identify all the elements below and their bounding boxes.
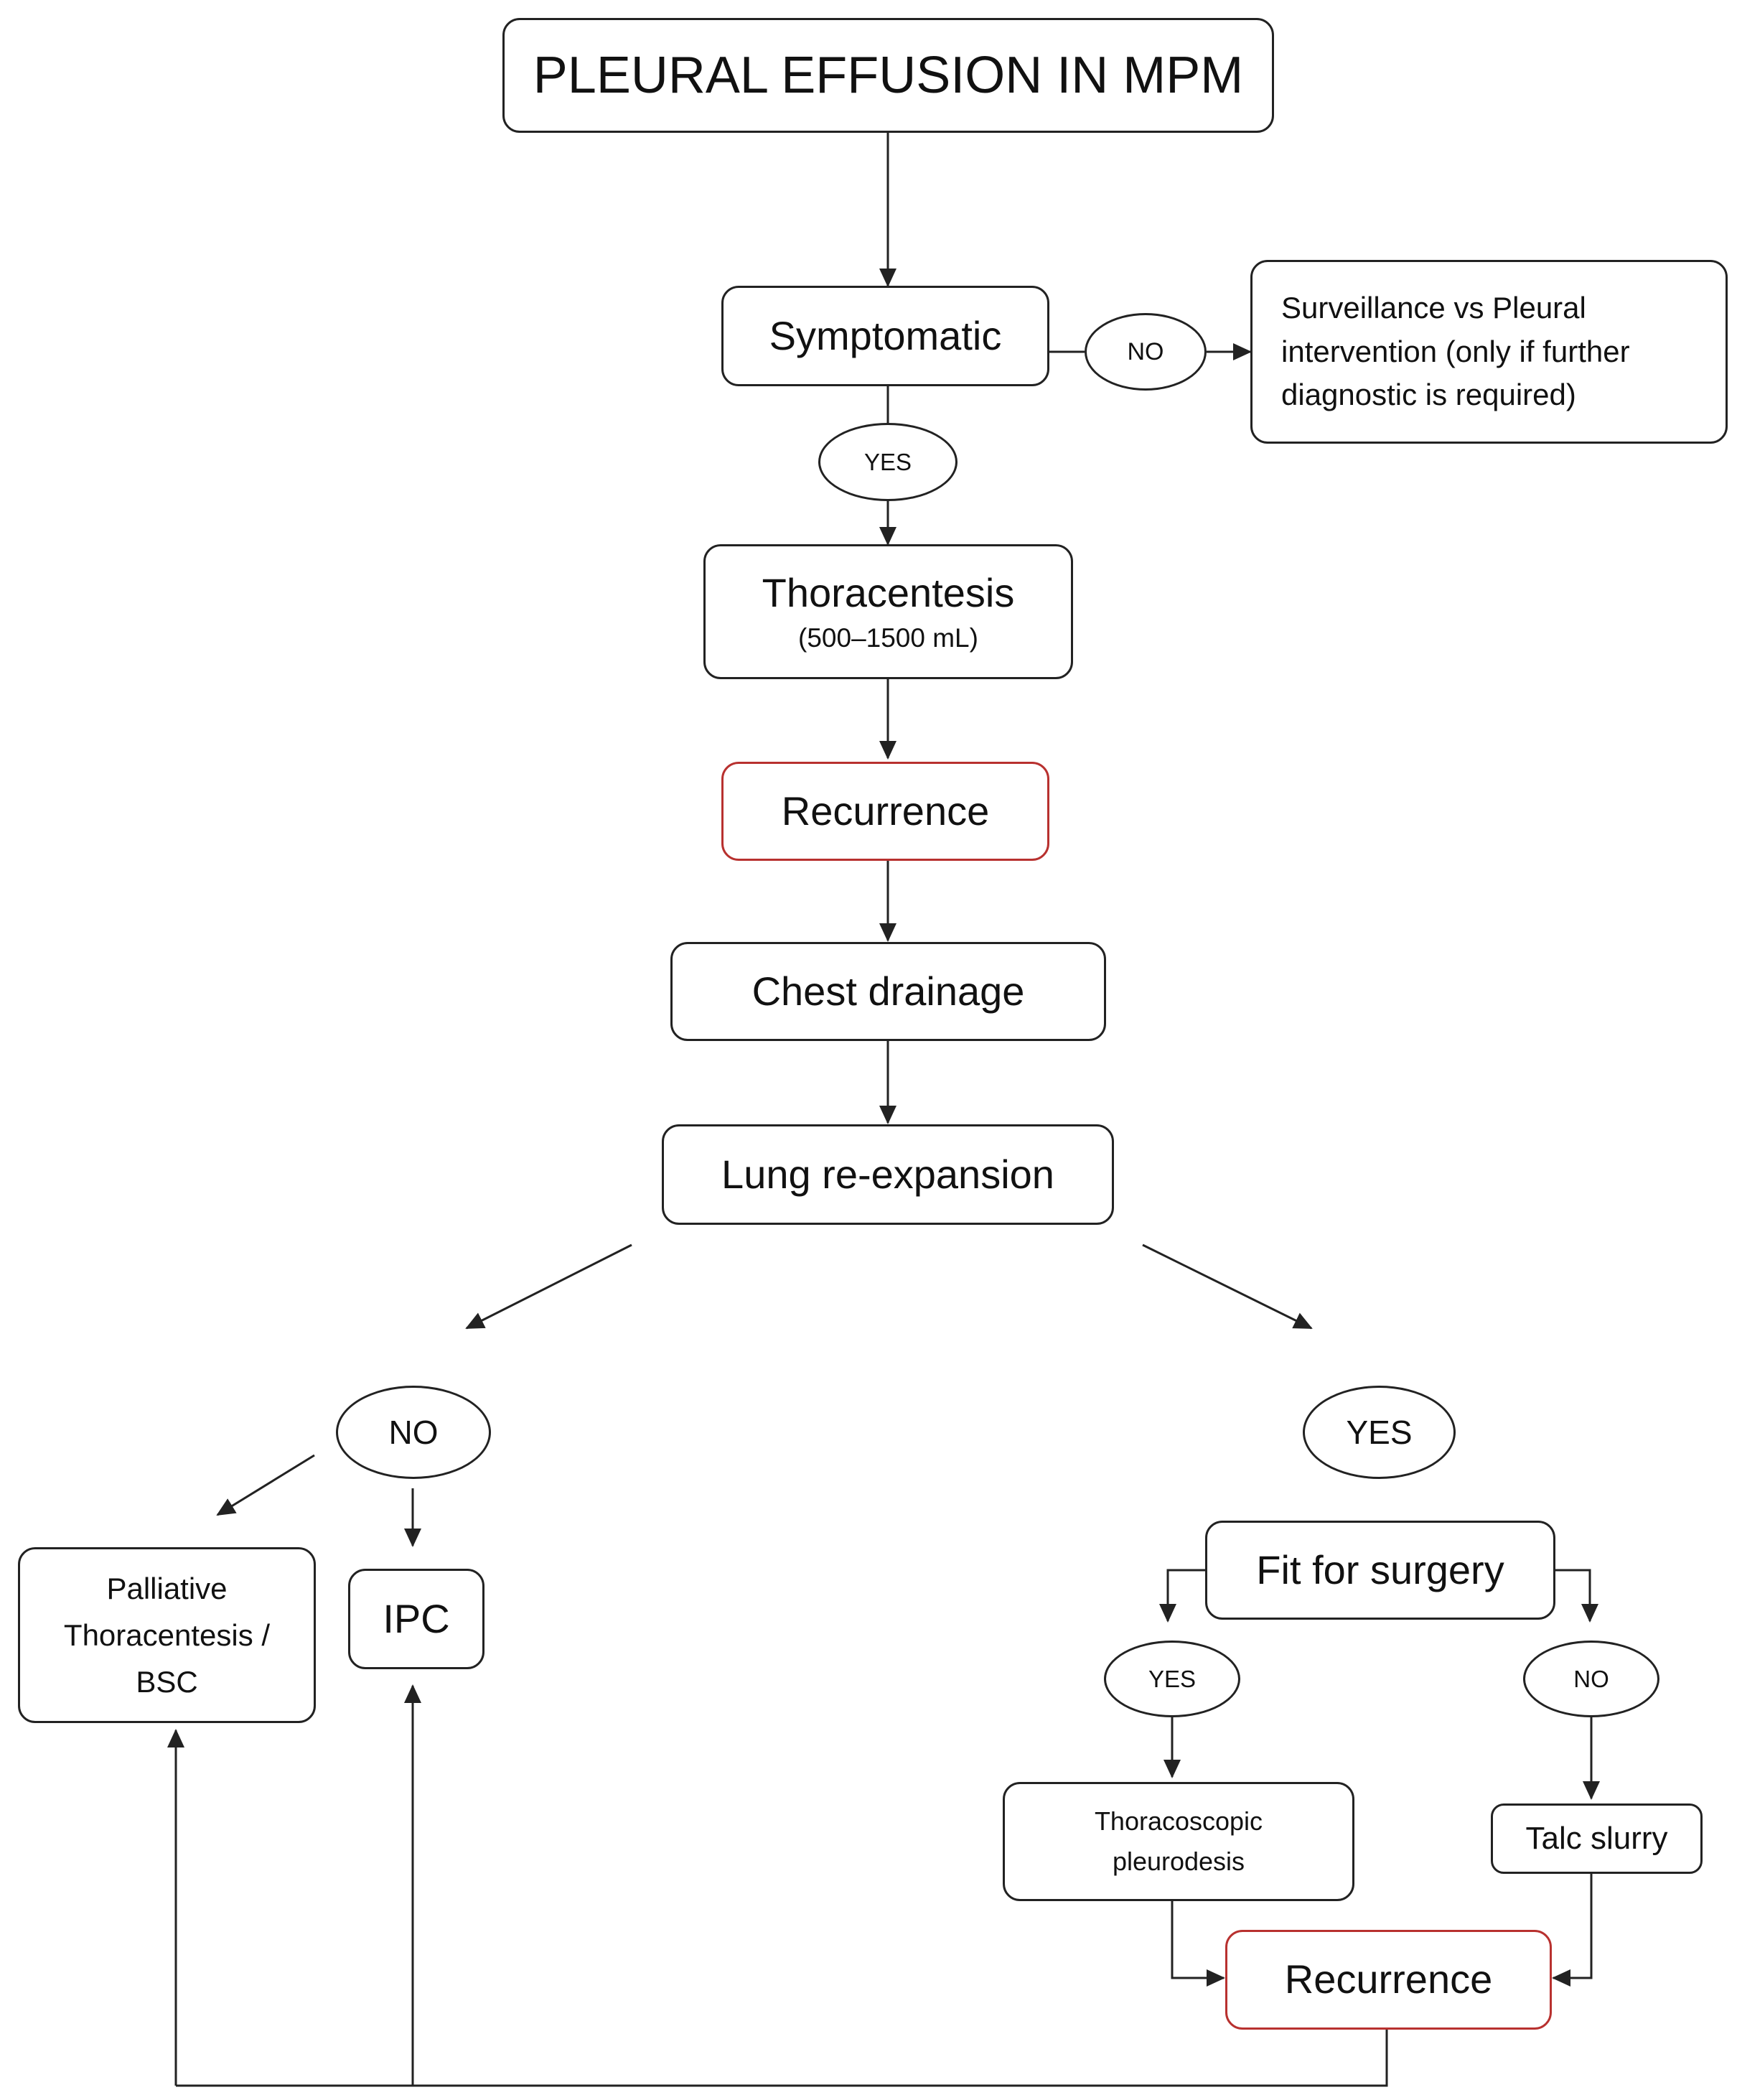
yes-symptomatic-oval: YES bbox=[818, 423, 958, 501]
edge-talc-to-recurrence bbox=[1552, 1874, 1593, 1987]
yes-symptomatic-text: YES bbox=[863, 448, 912, 475]
no-fit-text: NO bbox=[1573, 1665, 1609, 1692]
edge-thoracoscopic-to-recurrence bbox=[1171, 1901, 1225, 1987]
talc-slurry-text: Talc slurry bbox=[1525, 1821, 1668, 1857]
yes-fit-oval: YES bbox=[1104, 1641, 1240, 1717]
edge-no-to-palliative bbox=[216, 1454, 315, 1516]
lung-reexpansion-node: Lung re-expansion bbox=[662, 1124, 1114, 1225]
thoracentesis-node: Thoracentesis (500–1500 mL) bbox=[703, 544, 1073, 679]
chest-drainage-text: Chest drainage bbox=[752, 968, 1025, 1014]
title-node: PLEURAL EFFUSION IN MPM bbox=[502, 18, 1274, 133]
surveillance-text: Surveillance vs Pleural intervention (on… bbox=[1281, 290, 1630, 412]
edge-recurrence-feedback bbox=[176, 2030, 1388, 2087]
fit-for-surgery-node: Fit for surgery bbox=[1205, 1521, 1555, 1620]
ipc-node: IPC bbox=[348, 1569, 484, 1669]
yes-reexpansion-oval: YES bbox=[1303, 1386, 1456, 1479]
title-text: PLEURAL EFFUSION IN MPM bbox=[533, 46, 1244, 104]
no-symptomatic-oval: NO bbox=[1085, 313, 1207, 391]
recurrence-node-first: Recurrence bbox=[721, 762, 1049, 861]
edge-fit-to-no bbox=[1555, 1569, 1598, 1623]
thoracoscopic-text: Thoracoscopic pleurodesis bbox=[1094, 1806, 1263, 1876]
talc-slurry-node: Talc slurry bbox=[1491, 1803, 1703, 1874]
no-fit-oval: NO bbox=[1523, 1641, 1659, 1717]
no-symptomatic-text: NO bbox=[1127, 337, 1164, 365]
thoracentesis-volume-text: (500–1500 mL) bbox=[798, 623, 978, 653]
thoracentesis-text: Thoracentesis bbox=[762, 570, 1015, 616]
edge-lung-to-yes bbox=[1142, 1243, 1313, 1330]
chest-drainage-node: Chest drainage bbox=[670, 942, 1106, 1041]
lung-reexpansion-text: Lung re-expansion bbox=[721, 1151, 1054, 1197]
palliative-text: Palliative Thoracentesis / BSC bbox=[63, 1571, 271, 1699]
no-reexpansion-text: NO bbox=[388, 1414, 439, 1451]
thoracoscopic-node: Thoracoscopic pleurodesis bbox=[1003, 1782, 1354, 1901]
palliative-node: Palliative Thoracentesis / BSC bbox=[18, 1547, 316, 1723]
recurrence-second-text: Recurrence bbox=[1284, 1956, 1493, 2002]
fit-for-surgery-text: Fit for surgery bbox=[1256, 1546, 1504, 1592]
symptomatic-node: Symptomatic bbox=[721, 286, 1049, 386]
surveillance-node: Surveillance vs Pleural intervention (on… bbox=[1250, 260, 1728, 444]
edge-lung-to-no bbox=[465, 1243, 632, 1330]
no-reexpansion-oval: NO bbox=[336, 1386, 491, 1479]
yes-fit-text: YES bbox=[1148, 1665, 1197, 1692]
edge-fit-to-yes bbox=[1159, 1569, 1205, 1623]
recurrence-node-second: Recurrence bbox=[1225, 1930, 1552, 2030]
yes-reexpansion-text: YES bbox=[1346, 1414, 1413, 1451]
ipc-text: IPC bbox=[383, 1595, 450, 1641]
recurrence-first-text: Recurrence bbox=[781, 788, 990, 834]
symptomatic-text: Symptomatic bbox=[769, 312, 1002, 358]
